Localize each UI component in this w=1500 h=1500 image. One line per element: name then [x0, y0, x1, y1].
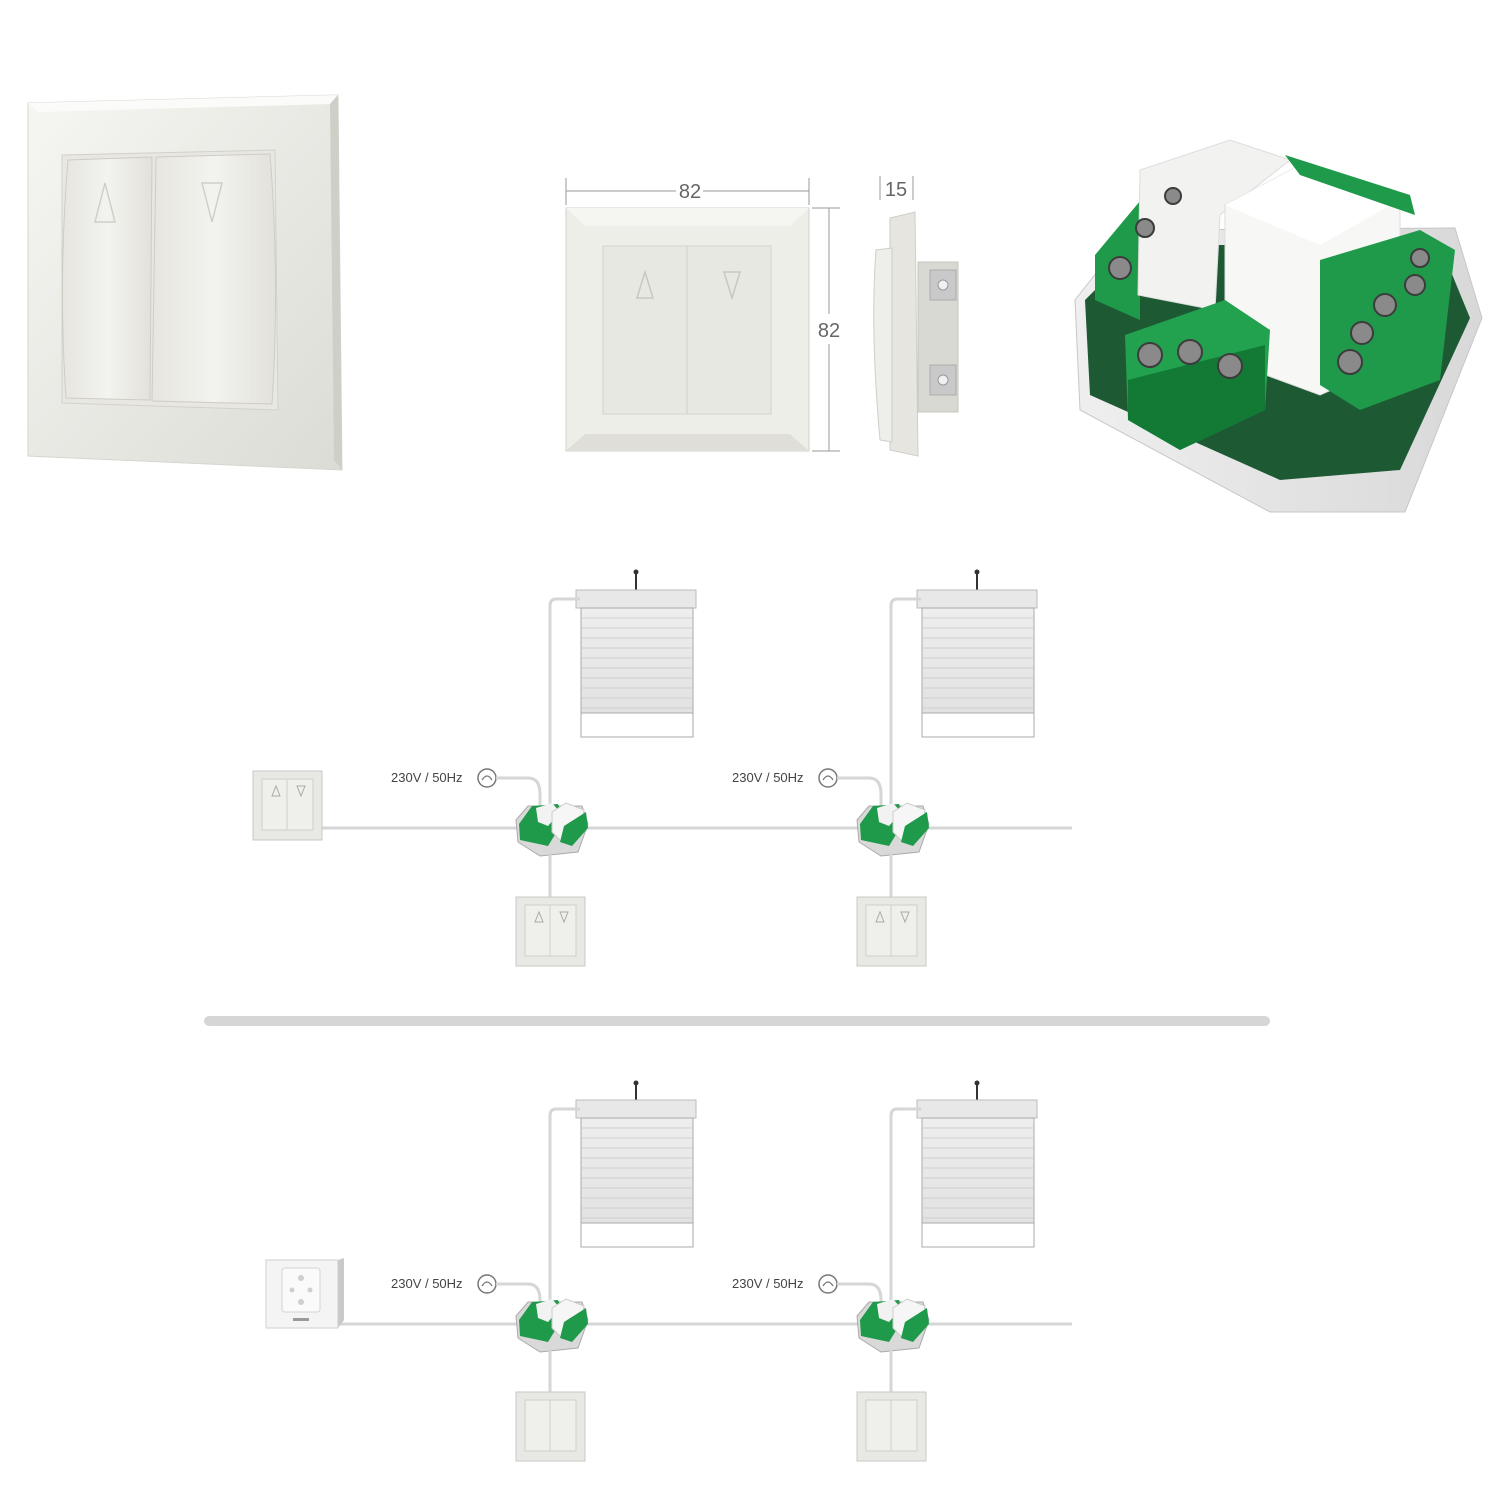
arrow-up-icon	[875, 910, 885, 923]
power-label: 230V / 50Hz	[732, 770, 804, 785]
local-wall-switch	[856, 1391, 927, 1462]
local-wall-switch	[856, 896, 927, 967]
controller-module	[515, 802, 589, 857]
power-source-icon	[818, 1274, 838, 1294]
arrow-down-icon	[296, 785, 306, 798]
wireless-remote-switch	[265, 1258, 344, 1329]
local-wall-switch	[515, 896, 586, 967]
arrow-down-icon	[722, 271, 742, 301]
shutter-unit	[548, 1080, 697, 1308]
arrow-up-icon	[94, 182, 116, 223]
section-divider	[204, 1016, 1270, 1026]
arrow-up-icon	[635, 269, 655, 299]
arrow-up-icon	[534, 910, 544, 923]
power-source-icon	[818, 768, 838, 788]
power-source-icon	[477, 1274, 497, 1294]
dimension-width-label: 82	[679, 181, 701, 203]
power-label: 230V / 50Hz	[391, 770, 463, 785]
power-source-icon	[477, 768, 497, 788]
wiring-diagram-1: 230V / 50Hz	[252, 569, 1072, 967]
power-label: 230V / 50Hz	[391, 1276, 463, 1291]
wiring-diagram-2: 230V / 50Hz	[265, 1080, 1072, 1462]
controller-module	[515, 1298, 589, 1353]
power-label: 230V / 50Hz	[732, 1276, 804, 1291]
dimension-drawing: 82 82 15	[565, 176, 959, 457]
shutter-unit	[889, 1080, 1038, 1308]
controller-module	[856, 802, 930, 857]
shutter-unit	[889, 569, 1038, 812]
controller-module	[856, 1298, 930, 1353]
local-wall-switch	[515, 1391, 586, 1462]
arrow-down-icon	[201, 182, 223, 223]
arrow-up-icon	[271, 784, 281, 797]
shutter-unit	[548, 569, 697, 812]
arrow-down-icon	[559, 911, 569, 924]
arrow-down-icon	[900, 911, 910, 924]
dimension-height-label: 82	[818, 320, 840, 342]
controller-module-photo	[1074, 139, 1483, 513]
wall-switch	[252, 770, 323, 841]
dimension-depth-label: 15	[885, 179, 907, 201]
switch-photo	[27, 94, 343, 471]
